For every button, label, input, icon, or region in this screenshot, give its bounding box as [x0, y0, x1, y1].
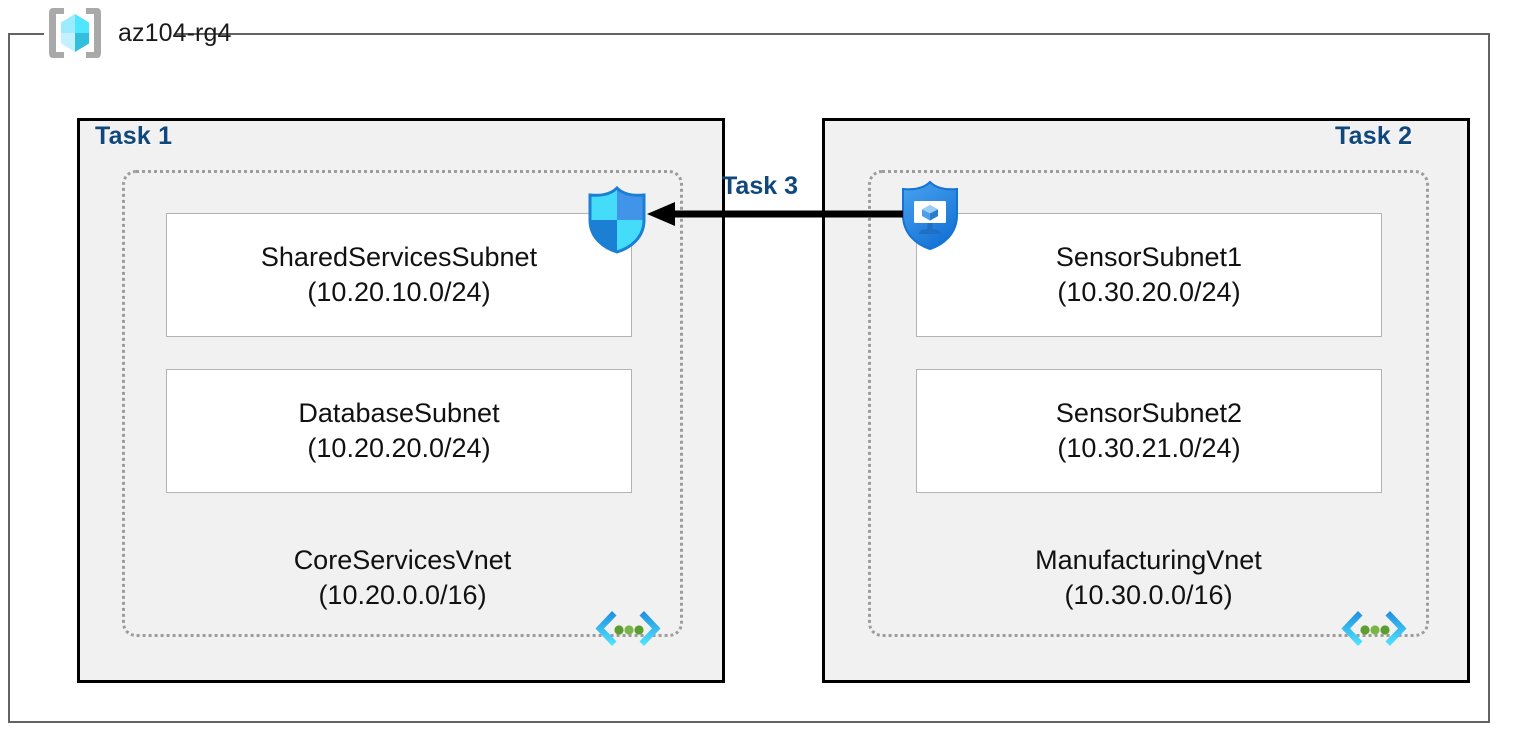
- vnet-core-services-boundary: [122, 170, 683, 637]
- vnet-brackets-icon: [1341, 609, 1407, 649]
- subnet-sensor-2: SensorSubnet2 (10.30.21.0/24): [916, 369, 1382, 493]
- vnet-name: ManufacturingVnet: [1035, 545, 1262, 575]
- frame-top-right-segment: [175, 33, 1488, 35]
- resource-group-header: az104-rg4: [44, 3, 231, 63]
- subnet-database: DatabaseSubnet (10.20.20.0/24): [166, 369, 632, 493]
- subnet-cidr: (10.20.20.0/24): [307, 433, 491, 463]
- network-security-group-shield-icon: [586, 185, 648, 254]
- resource-group-frame: az104-rg4: [8, 8, 1490, 723]
- task-1-label: Task 1: [95, 122, 173, 150]
- subnet-name: SharedServicesSubnet: [260, 242, 538, 273]
- vnet-brackets-icon: [595, 609, 661, 649]
- vnet-core-services-caption: CoreServicesVnet (10.20.0.0/16): [122, 543, 683, 612]
- azure-resource-group-cube-icon: [44, 4, 106, 62]
- left-arrow-icon: [645, 196, 907, 232]
- subnet-cidr: (10.20.10.0/24): [307, 277, 491, 307]
- subnet-cidr: (10.30.21.0/24): [1057, 433, 1241, 463]
- subnet-sensor-1: SensorSubnet1 (10.30.20.0/24): [916, 213, 1382, 337]
- frame-left-edge: [8, 33, 10, 723]
- vnet-cidr: (10.30.0.0/16): [1064, 579, 1233, 610]
- task-3-label: Task 3: [722, 172, 798, 200]
- frame-bottom-edge: [8, 721, 1490, 723]
- frame-right-edge: [1488, 33, 1490, 723]
- subnet-name: DatabaseSubnet: [298, 398, 500, 429]
- frame-top-left-segment: [8, 33, 44, 35]
- resource-group-name: az104-rg4: [118, 18, 232, 47]
- vnet-cidr: (10.20.0.0/16): [318, 579, 487, 610]
- vnet-manufacturing-boundary: [868, 170, 1429, 637]
- subnet-name: SensorSubnet2: [1055, 398, 1243, 429]
- bastion-shield-monitor-icon: [898, 179, 962, 251]
- subnet-shared-services: SharedServicesSubnet (10.20.10.0/24): [166, 213, 632, 337]
- vnet-manufacturing-caption: ManufacturingVnet (10.30.0.0/16): [868, 543, 1429, 612]
- subnet-name: SensorSubnet1: [1055, 242, 1243, 273]
- task-2-label: Task 2: [1335, 122, 1413, 150]
- vnet-name: CoreServicesVnet: [293, 545, 512, 575]
- subnet-cidr: (10.30.20.0/24): [1057, 277, 1241, 307]
